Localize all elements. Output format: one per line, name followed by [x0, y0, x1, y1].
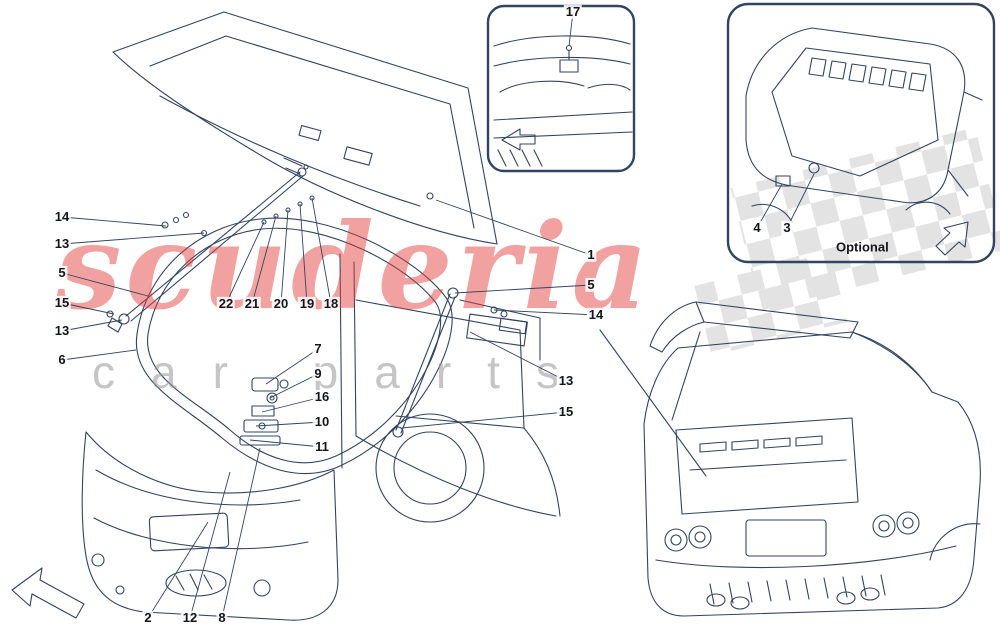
callout-16: 16 — [312, 388, 332, 405]
callout-3: 3 — [781, 219, 793, 236]
checkered-flag-decoration — [694, 127, 1000, 356]
callout-21: 21 — [242, 295, 262, 312]
inset-arrow-icon — [501, 128, 536, 151]
callout-9: 9 — [312, 365, 324, 382]
callout-19: 19 — [297, 295, 317, 312]
callout-20: 20 — [271, 295, 291, 312]
direction-arrow-icon — [11, 567, 85, 619]
callout-13: 13 — [556, 372, 576, 389]
callout-10: 10 — [312, 413, 332, 430]
callout-15: 15 — [52, 294, 72, 311]
callout-12: 12 — [180, 609, 200, 626]
car-rear-view-art — [643, 301, 981, 617]
callout-5: 5 — [585, 276, 597, 293]
callout-15: 15 — [556, 403, 576, 420]
inset-top-left — [486, 4, 636, 173]
callout-13: 13 — [52, 322, 72, 339]
callout-8: 8 — [216, 609, 228, 626]
callout-5: 5 — [56, 264, 68, 281]
optional-arrow-icon — [935, 221, 969, 256]
optional-label: Optional — [836, 239, 889, 255]
callout-4: 4 — [751, 219, 763, 236]
callout-6: 6 — [56, 351, 68, 368]
callout-22: 22 — [216, 295, 236, 312]
callout-18: 18 — [321, 295, 341, 312]
reference-leader-line — [599, 329, 707, 477]
inset-top-right — [726, 2, 996, 264]
callout-7: 7 — [312, 340, 324, 357]
callout-1: 1 — [585, 246, 597, 263]
callout-14: 14 — [586, 306, 606, 323]
callout-13: 13 — [52, 235, 72, 252]
callout-2: 2 — [142, 609, 154, 626]
callout-17: 17 — [563, 3, 583, 20]
callout-11: 11 — [313, 438, 331, 455]
callout-14: 14 — [52, 208, 72, 225]
